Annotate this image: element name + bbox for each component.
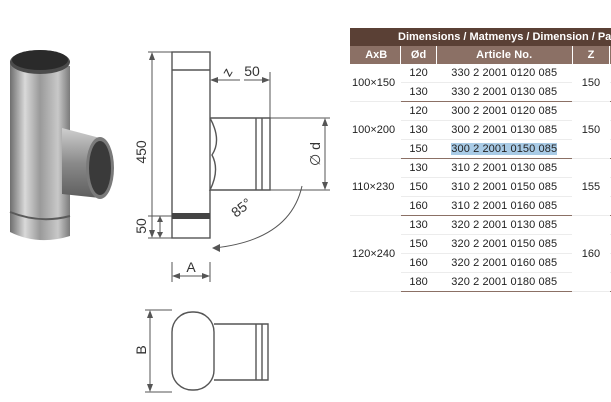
- dim-label-50-bottom: 50: [133, 218, 149, 234]
- cell-cut-off: [609, 234, 611, 254]
- cell-cut-off: [609, 120, 611, 140]
- dim-label-50-top: 50: [244, 63, 260, 79]
- table-row: 150 320 2 2001 0150 085: [350, 234, 611, 254]
- dim-label-450: 450: [133, 140, 149, 164]
- cell-z: 155: [572, 158, 610, 216]
- main-pipe-outline: [171, 51, 211, 239]
- product-photo: [9, 50, 114, 241]
- dim-label-angle: 85°: [228, 195, 255, 221]
- cell-article[interactable]: 320 2 2001 0180 085: [436, 272, 573, 292]
- cell-od: 130: [400, 120, 437, 140]
- table-row: 150 300 2 2001 0150 085: [350, 139, 611, 159]
- cell-cut-off: [609, 158, 611, 178]
- article-text[interactable]: 320 2 2001 0130 085: [451, 219, 558, 231]
- cell-cut-off: [609, 101, 611, 121]
- cell-cut-off: [609, 272, 611, 292]
- dim-label-z: z: [218, 65, 235, 79]
- article-text[interactable]: 320 2 2001 0160 085: [451, 257, 558, 269]
- cell-od: 130: [400, 82, 437, 102]
- cell-cut-off: [609, 253, 611, 273]
- article-text[interactable]: 310 2 2001 0130 085: [451, 162, 558, 174]
- cell-od: 180: [400, 272, 437, 292]
- cell-od: 130: [400, 215, 437, 235]
- cell-z: 150: [572, 64, 610, 102]
- cell-od: 120: [400, 64, 437, 83]
- cell-axb: 120×240: [350, 215, 401, 292]
- cell-od: 130: [400, 158, 437, 178]
- cell-article[interactable]: 300 2 2001 0130 085: [436, 120, 573, 140]
- cell-od: 150: [400, 234, 437, 254]
- cell-axb: 100×200: [350, 101, 401, 159]
- cell-article[interactable]: 320 2 2001 0130 085: [436, 215, 573, 235]
- main-pipe-band: [172, 213, 210, 219]
- table-row: 150 310 2 2001 0150 085: [350, 177, 611, 197]
- table-row: 160 320 2 2001 0160 085: [350, 253, 611, 273]
- article-text[interactable]: 300 2 2001 0120 085: [451, 105, 558, 117]
- cell-z: 150: [572, 101, 610, 159]
- table-row: 130 300 2 2001 0130 085: [350, 120, 611, 140]
- cell-od: 160: [400, 196, 437, 216]
- article-text[interactable]: 330 2 2001 0120 085: [451, 67, 558, 79]
- cell-cut-off: [609, 196, 611, 216]
- cell-article[interactable]: 320 2 2001 0160 085: [436, 253, 573, 273]
- cell-od: 160: [400, 253, 437, 273]
- table-title: Dimensions / Matmenys / Dimension / Разм…: [350, 28, 611, 46]
- cell-article[interactable]: 310 2 2001 0160 085: [436, 196, 573, 216]
- cell-article[interactable]: 300 2 2001 0120 085: [436, 101, 573, 121]
- plan-view-branch: [214, 323, 269, 381]
- dim-label-B: B: [133, 345, 149, 354]
- dim-label-A: A: [186, 259, 196, 275]
- cell-article[interactable]: 330 2 2001 0130 085: [436, 82, 573, 102]
- cell-article[interactable]: 310 2 2001 0150 085: [436, 177, 573, 197]
- table-row: 160 310 2 2001 0160 085: [350, 196, 611, 216]
- dim-label-diameter: ∅ d: [307, 142, 323, 166]
- header-article: Article No.: [436, 46, 573, 64]
- cell-cut-off: [609, 215, 611, 235]
- cell-article[interactable]: 320 2 2001 0150 085: [436, 234, 573, 254]
- article-text[interactable]: 310 2 2001 0160 085: [451, 200, 558, 212]
- header-axb: AxB: [350, 46, 402, 64]
- article-text[interactable]: 310 2 2001 0150 085: [451, 181, 558, 193]
- header-z: Z: [572, 46, 611, 64]
- dimensions-table: Dimensions / Matmenys / Dimension / Разм…: [350, 28, 611, 292]
- table-row: 180 320 2 2001 0180 085: [350, 272, 611, 292]
- technical-drawing: 450 50 z 50 ∅ d 85° A B: [133, 51, 330, 393]
- branch-outline: [208, 117, 271, 191]
- table-row: 130 330 2 2001 0130 085: [350, 82, 611, 102]
- cell-od: 120: [400, 101, 437, 121]
- cell-cut-off: [609, 82, 611, 102]
- article-text[interactable]: 300 2 2001 0150 085: [451, 143, 558, 155]
- cell-od: 150: [400, 139, 437, 159]
- article-text[interactable]: 330 2 2001 0130 085: [451, 86, 558, 98]
- cell-article[interactable]: 330 2 2001 0120 085: [436, 64, 573, 83]
- header-cut-off: [609, 46, 611, 64]
- article-text[interactable]: 300 2 2001 0130 085: [451, 124, 558, 136]
- article-text[interactable]: 320 2 2001 0180 085: [451, 276, 558, 288]
- cell-article[interactable]: 300 2 2001 0150 085: [436, 139, 573, 159]
- cell-cut-off: [609, 64, 611, 83]
- cell-cut-off: [609, 139, 611, 159]
- plan-view-body: [171, 311, 215, 391]
- cell-article[interactable]: 310 2 2001 0130 085: [436, 158, 573, 178]
- article-text[interactable]: 320 2 2001 0150 085: [451, 238, 558, 250]
- cell-axb: 110×230: [350, 158, 401, 216]
- cell-od: 150: [400, 177, 437, 197]
- cell-cut-off: [609, 177, 611, 197]
- cell-z: 160: [572, 215, 610, 292]
- cell-axb: 100×150: [350, 64, 401, 102]
- header-od: Ød: [400, 46, 437, 64]
